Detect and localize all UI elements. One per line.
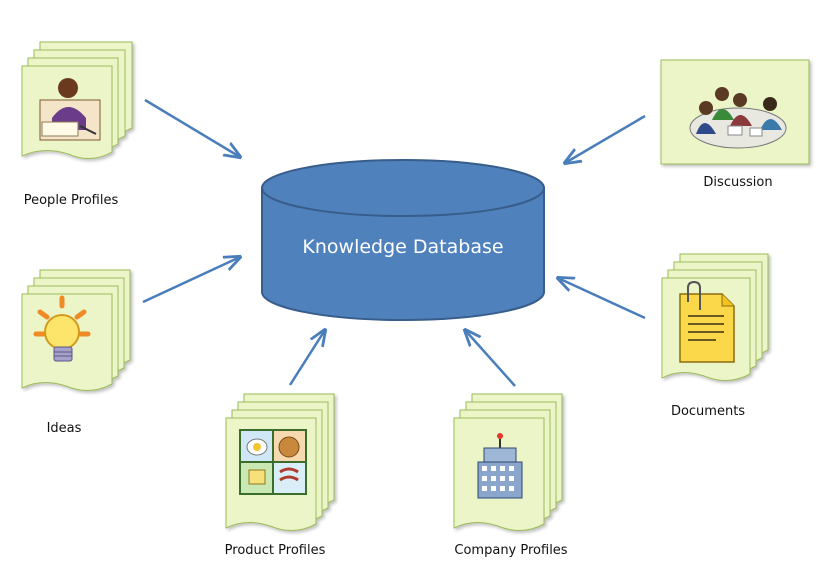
documents-label: Documents	[670, 404, 746, 419]
arrows	[142, 98, 646, 387]
lightbulb-icon	[33, 295, 91, 362]
arrow-products	[288, 330, 325, 386]
database-label: Knowledge Database	[302, 236, 504, 258]
product-profiles-label: Product Profiles	[224, 543, 326, 558]
arrow-ideas	[142, 257, 240, 304]
arrow-companies	[465, 330, 516, 387]
people-profiles-label: People Profiles	[23, 193, 119, 208]
knowledge-database-cylinder	[261, 159, 545, 321]
arrow-people	[144, 98, 240, 157]
ideas-label: Ideas	[46, 421, 82, 436]
food-grid-icon	[239, 429, 307, 495]
person-writing-icon	[39, 78, 101, 141]
company-profiles-label: Company Profiles	[454, 543, 568, 558]
building-icon	[477, 433, 523, 499]
arrow-documents	[558, 278, 646, 320]
discussion-label: Discussion	[703, 175, 773, 190]
document-icon	[679, 280, 735, 363]
arrow-discussion	[565, 114, 646, 163]
meeting-icon	[689, 87, 787, 149]
